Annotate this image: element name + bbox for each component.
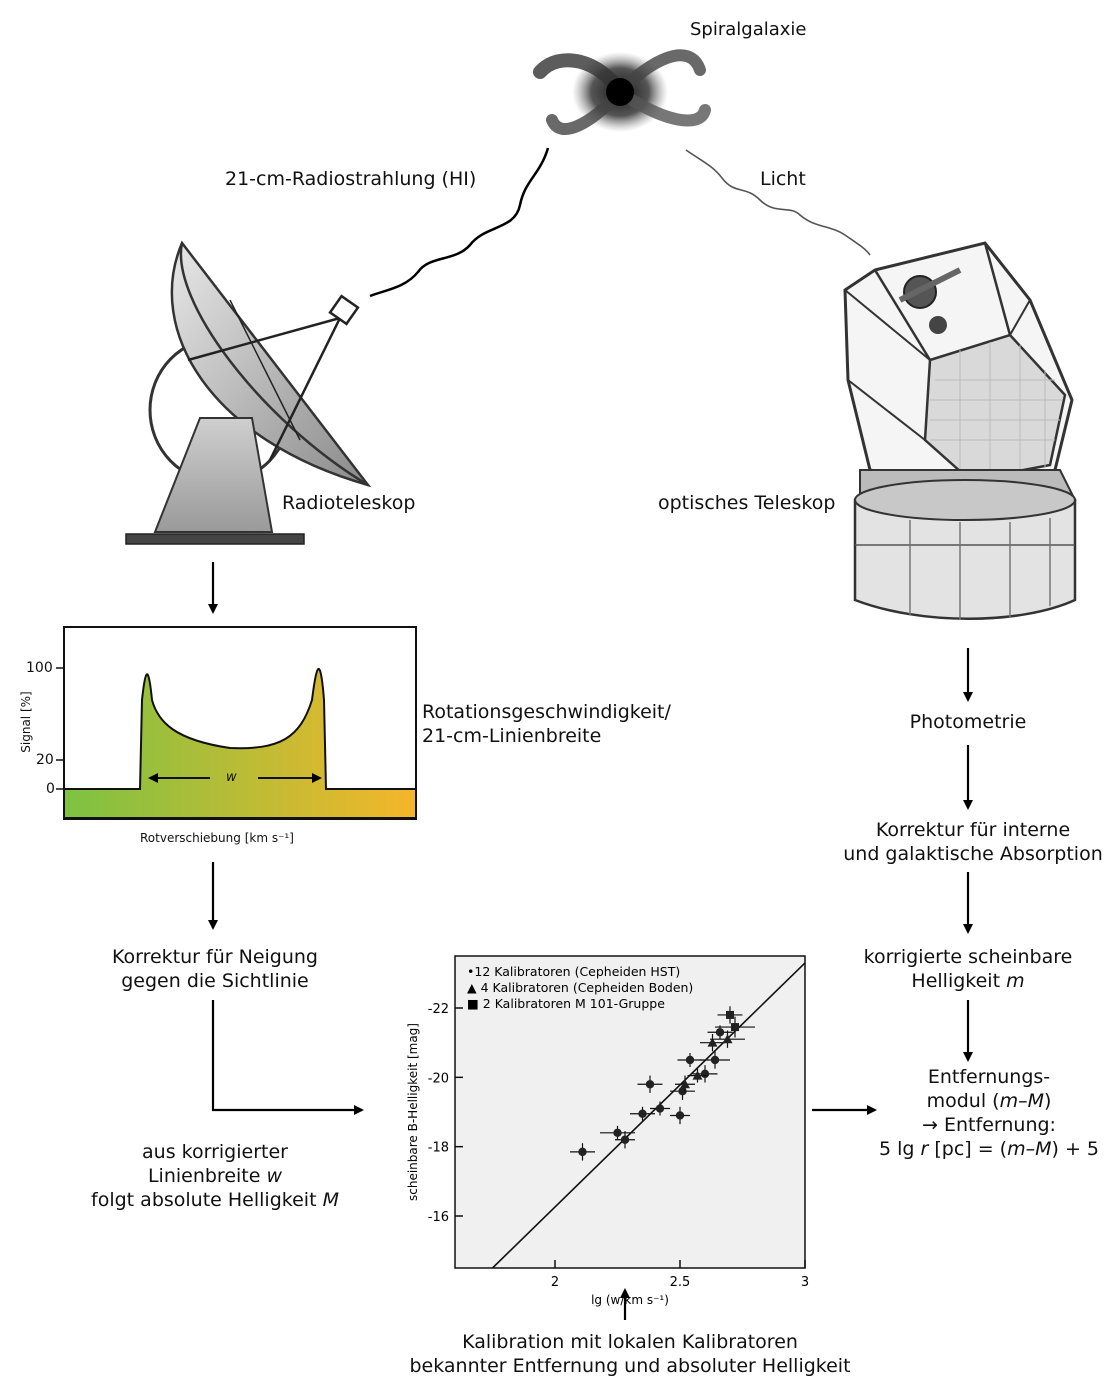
hi-xlabel: Rotverschiebung [km s⁻¹] [140, 831, 294, 845]
distance-text-4a: 5 lg [878, 1138, 921, 1160]
distance-label: Entfernungs- modul (m–M) → Entfernung: 5… [858, 1065, 1120, 1161]
distance-var-mM-2: m–M [1007, 1138, 1052, 1160]
calibration-label: Kalibration mit lokalen Kalibratoren bek… [320, 1330, 940, 1378]
y-tick-label: -20 [428, 1071, 449, 1086]
absorption-label: Korrektur für interne und galaktische Ab… [828, 818, 1118, 866]
data-point [692, 1070, 703, 1080]
y-tick-label: -18 [428, 1141, 449, 1156]
corrected-mag-var: m [1006, 970, 1025, 992]
light-wave-line [685, 149, 871, 256]
legend-entry: ▲ 4 Kalibratoren (Cepheiden Boden) [467, 980, 693, 995]
distance-text-4c: ) + 5 [1051, 1138, 1100, 1160]
data-point [700, 1069, 710, 1079]
absolute-mag-var-M: M [322, 1189, 339, 1211]
data-point [707, 1037, 718, 1047]
fit-line [491, 962, 806, 1269]
calibration-line-2: bekannter Entfernung und absoluter Helli… [409, 1355, 851, 1377]
radio-wave-label: 21-cm-Radiostrahlung (HI) [225, 168, 477, 190]
y-axis-label: scheinbare B-Helligkeit [mag] [406, 1023, 420, 1201]
calibration-line-1: Kalibration mit lokalen Kalibratoren [462, 1331, 798, 1353]
hi-ytick-100: 100 [26, 660, 53, 676]
radio-telescope-icon [125, 240, 372, 545]
data-point [620, 1135, 630, 1144]
x-axis-label: lg (w/km s⁻¹) [591, 1293, 669, 1307]
inclination-line-2: gegen die Sichtlinie [121, 970, 309, 992]
corrected-mag-line-1: korrigierte scheinbare [863, 946, 1073, 968]
data-point [726, 1010, 734, 1019]
corrected-mag-text: Helligkeit [911, 970, 1007, 992]
absolute-mag-text-2: Linienbreite [147, 1165, 267, 1187]
data-point [680, 1079, 690, 1089]
hi-ytick-20: 20 [36, 752, 54, 768]
data-point [613, 1128, 622, 1138]
distance-var-r: r [920, 1138, 929, 1160]
absolute-mag-var-w: w [266, 1165, 283, 1187]
distance-var-mM: m–M [999, 1090, 1044, 1112]
absolute-mag-line-2: Linienbreite w [50, 1164, 380, 1188]
inclination-label: Korrektur für Neigung gegen die Sichtlin… [70, 945, 360, 993]
data-point [722, 1034, 733, 1044]
rotation-label: Rotationsgeschwindigkeit/ 21-cm-Linienbr… [422, 700, 671, 748]
data-point [675, 1111, 685, 1120]
spiral-galaxy-icon [533, 49, 711, 135]
data-point [710, 1055, 720, 1065]
absorption-line-1: Korrektur für interne [875, 819, 1071, 841]
tully-fisher-chart: 2 2.5 3 -22 -20 -18 -16 lg (w/km s⁻¹) scheinbare… [406, 955, 809, 1307]
absolute-mag-line-1: aus korrigierter [142, 1141, 288, 1163]
absolute-mag-line-3: folgt absolute Helligkeit M [50, 1188, 380, 1212]
flow-arrows [208, 562, 973, 1320]
x-tick-label: 2.5 [670, 1275, 691, 1290]
light-label: Licht [760, 168, 806, 190]
galaxy-label: Spiralgalaxie [690, 19, 807, 40]
distance-text-4b: [pc] = ( [928, 1138, 1008, 1160]
data-point [685, 1055, 695, 1065]
radio-wave-line [369, 147, 550, 298]
distance-line-4: 5 lg r [pc] = (m–M) + 5 [858, 1137, 1120, 1161]
hi-profile-panel [56, 626, 417, 820]
x-tick-label: 2 [551, 1275, 559, 1290]
corrected-mag-label: korrigierte scheinbare Helligkeit m [828, 945, 1108, 993]
absolute-mag-text-3: folgt absolute Helligkeit [91, 1189, 323, 1211]
photometry-label: Photometrie [909, 711, 1027, 733]
corrected-mag-line-2: Helligkeit m [828, 969, 1108, 993]
data-point [645, 1080, 655, 1089]
radio-telescope-label: Radioteleskop [282, 492, 416, 514]
x-tick-label: 3 [801, 1275, 809, 1290]
data-point [578, 1147, 587, 1157]
hi-ytick-0: 0 [46, 781, 55, 797]
data-point [638, 1109, 647, 1118]
data-point [731, 1023, 739, 1032]
absorption-line-2: und galaktische Absorption [843, 843, 1103, 865]
absolute-mag-label: aus korrigierter Linienbreite w folgt ab… [50, 1140, 380, 1212]
data-point [715, 1028, 725, 1037]
data-point [655, 1104, 665, 1113]
rotation-line-2: 21-cm-Linienbreite [422, 725, 602, 747]
legend-entry: ■ 2 Kalibratoren M 101-Gruppe [467, 996, 665, 1011]
distance-text-2-end: ) [1043, 1090, 1052, 1112]
inclination-line-1: Korrektur für Neigung [111, 946, 318, 968]
optical-telescope-icon [843, 241, 1077, 620]
y-tick-label: -22 [428, 1002, 449, 1017]
optical-telescope-label: optisches Teleskop [658, 492, 836, 514]
hi-width-label: w [226, 770, 237, 785]
rotation-line-1: Rotationsgeschwindigkeit/ [422, 701, 671, 723]
distance-text-2: modul ( [926, 1090, 1000, 1112]
hi-ylabel: Signal [%] [19, 691, 33, 753]
legend-entry: •12 Kalibratoren (Cepheiden HST) [467, 964, 680, 979]
distance-line-2: modul (m–M) [858, 1089, 1120, 1113]
distance-line-3: → Entfernung: [922, 1114, 1056, 1136]
distance-line-1: Entfernungs- [927, 1066, 1051, 1088]
y-tick-label: -16 [428, 1210, 449, 1225]
